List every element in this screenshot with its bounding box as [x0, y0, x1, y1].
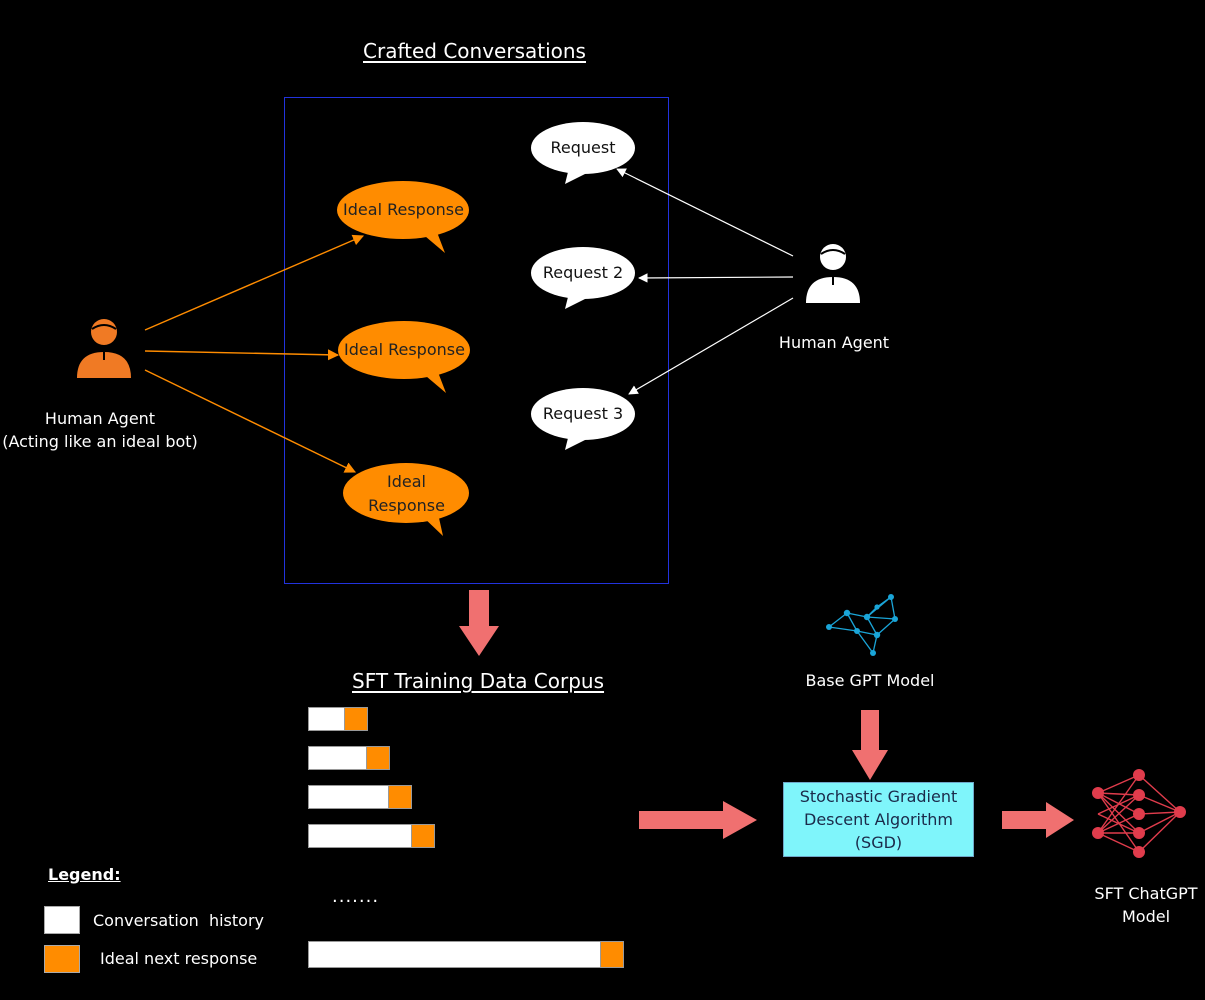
person-icon-orange	[77, 319, 131, 378]
corpus-bar-response	[388, 786, 411, 808]
corpus-bar-response	[411, 825, 434, 847]
output-model-label: SFT ChatGPT Model	[1086, 882, 1205, 928]
arrow-left-to-response-1	[144, 234, 365, 331]
neural-network-icon	[1092, 769, 1186, 858]
corpus-bar-history	[309, 747, 366, 769]
legend-history-label: Conversation history	[93, 911, 264, 930]
response-label-2: Ideal Response	[344, 340, 465, 359]
down-arrow-to-sgd	[852, 710, 888, 780]
sgd-line-3: (SGD)	[854, 833, 903, 852]
request-label-1: Request	[550, 138, 616, 157]
corpus-bar-history	[309, 942, 600, 967]
response-bubble-3: Ideal Response	[343, 463, 470, 536]
legend-swatch-history	[44, 906, 80, 934]
corpus-bar-history	[309, 825, 411, 847]
left-agent-label: Human Agent (Acting like an ideal bot)	[0, 407, 200, 453]
corpus-bar-2	[308, 746, 390, 770]
request-label-3: Request 3	[542, 404, 624, 423]
conversation-frame	[284, 97, 669, 584]
corpus-bar-5	[308, 941, 624, 968]
legend-swatch-response	[44, 945, 80, 973]
base-model-label: Base GPT Model	[805, 671, 935, 690]
left-agent-sub: (Acting like an ideal bot)	[2, 432, 198, 451]
corpus-bar-history	[309, 786, 388, 808]
corpus-bar-response	[366, 747, 389, 769]
left-agent-name: Human Agent	[44, 409, 156, 428]
legend-response-label: Ideal next response	[100, 949, 258, 968]
corpus-bar-1	[308, 707, 368, 731]
request-bubble-1: Request	[531, 122, 635, 184]
response-label-3: Ideal Response	[368, 471, 445, 515]
sgd-line-2: Descent Algorithm	[804, 810, 953, 829]
request-bubble-3: Request 3	[531, 388, 635, 450]
right-arrow-to-output	[1002, 802, 1074, 838]
arrow-left-to-response-3	[144, 369, 357, 473]
network-graph-icon	[826, 594, 898, 656]
corpus-ellipsis: .......	[332, 886, 380, 907]
response-label-1: Ideal Response	[343, 200, 464, 219]
corpus-bar-3	[308, 785, 412, 809]
down-arrow-corpus	[459, 590, 499, 656]
corpus-bar-history	[309, 708, 344, 730]
right-agent-label: Human Agent	[778, 333, 890, 352]
corpus-bar-4	[308, 824, 435, 848]
corpus-title: SFT Training Data Corpus	[352, 669, 605, 693]
sgd-box: Stochastic Gradient Descent Algorithm (S…	[783, 782, 974, 857]
arrow-right-to-request-3	[628, 297, 794, 395]
right-arrow-to-sgd	[639, 801, 757, 839]
legend-title: Legend:	[48, 865, 121, 884]
response-bubble-1: Ideal Response	[337, 181, 470, 253]
output-model-line-1: SFT ChatGPT	[1094, 884, 1198, 903]
sgd-line-1: Stochastic Gradient	[799, 787, 958, 806]
crafted-conversations-title: Crafted Conversations	[363, 39, 586, 63]
response-bubble-2: Ideal Response	[338, 321, 471, 393]
request-label-2: Request 2	[542, 263, 624, 282]
arrow-left-to-response-2	[144, 349, 340, 361]
output-model-line-2: Model	[1121, 907, 1171, 926]
person-icon-white	[806, 244, 860, 303]
request-bubble-2: Request 2	[531, 247, 635, 309]
arrow-right-to-request-1	[616, 168, 794, 257]
corpus-bar-response	[344, 708, 367, 730]
arrow-right-to-request-2	[638, 273, 794, 283]
corpus-bar-response	[600, 942, 623, 967]
